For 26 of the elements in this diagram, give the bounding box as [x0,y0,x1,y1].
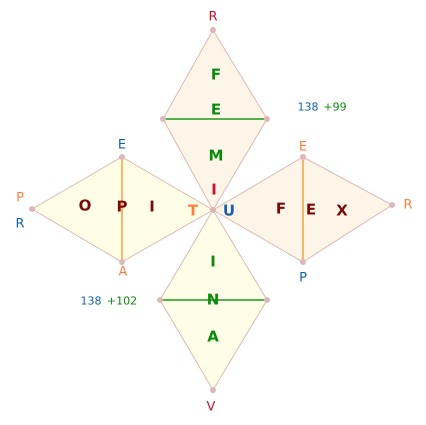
vertex-label: P [16,192,24,204]
letter: M [208,148,224,164]
letter: I [210,254,216,270]
letter: F [276,202,286,216]
number-label: 138 [298,102,318,112]
letter: O [78,198,92,214]
letter: F [210,68,222,82]
letter: T [188,204,198,218]
letter: X [336,204,348,218]
vertex-label: A [118,266,128,278]
letter: E [210,102,222,118]
vertex-label: E [118,138,126,152]
letter: I [211,182,217,198]
letter: E [306,202,316,218]
letter: A [207,330,219,344]
vertex-label: V [206,400,216,414]
letter: U [222,204,236,218]
vertex-label: R [403,198,413,212]
vertex-label: R [15,218,25,230]
vertex-label: R [208,10,218,24]
number-label: +102 [106,296,138,306]
number-label: 138 [80,296,102,306]
vertex-label: E [298,140,308,154]
vertex-label: P [299,272,307,284]
number-label: +99 [323,102,347,112]
letter: I [149,200,155,214]
